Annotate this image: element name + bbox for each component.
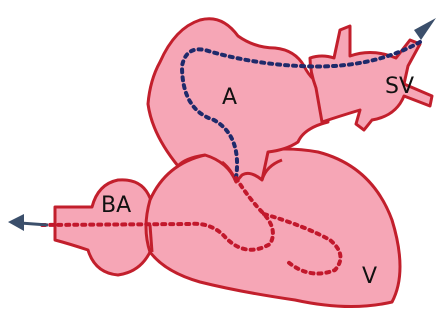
inflow-arrow-icon bbox=[414, 18, 436, 40]
bulbus-arteriosus-label: BA bbox=[101, 193, 131, 218]
sinus-venosus-label: SV bbox=[385, 74, 414, 99]
outflow-arrow-icon bbox=[8, 214, 24, 231]
atrium-label: A bbox=[222, 85, 237, 110]
bulbus-ridge bbox=[150, 225, 152, 252]
ventricle-label: V bbox=[362, 264, 377, 289]
outflow-arrow-line bbox=[20, 223, 48, 225]
